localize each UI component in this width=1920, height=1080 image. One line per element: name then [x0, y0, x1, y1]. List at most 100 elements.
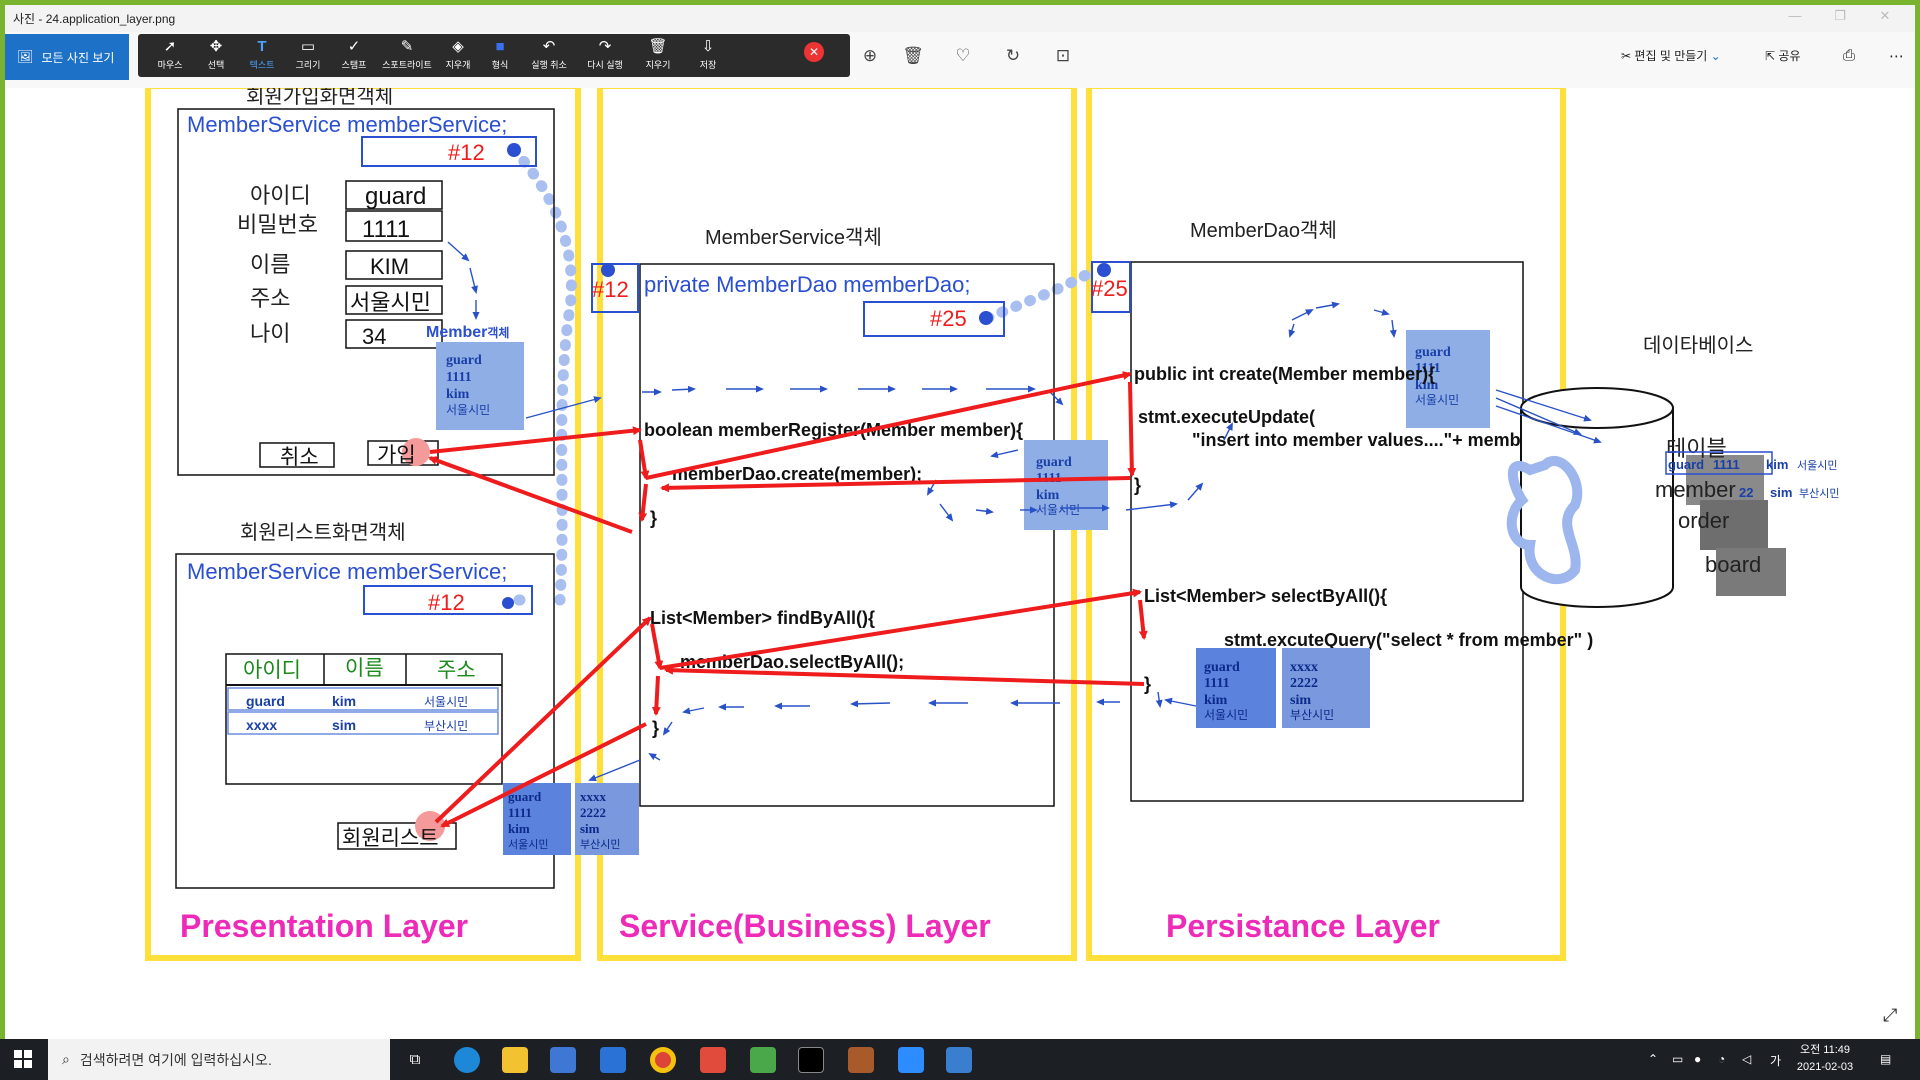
notification-icon[interactable]: ▤: [1880, 1052, 1892, 1066]
search-icon: ⌕: [62, 1051, 70, 1067]
member-object-suffix: 객체: [487, 325, 509, 340]
terminal-icon[interactable]: [798, 1047, 824, 1073]
delete-icon[interactable]: 🗑: [902, 46, 924, 65]
label-password: 비밀번호: [237, 212, 318, 237]
windows-start-icon[interactable]: [14, 1050, 32, 1068]
search-placeholder: 검색하려면 여기에 입력하십시오.: [79, 1051, 272, 1068]
app-icon-1[interactable]: [700, 1047, 726, 1073]
expand-icon[interactable]: ⤢: [1883, 1005, 1898, 1025]
select-method: List<Member> selectByAll(){: [1144, 586, 1387, 606]
service-close-1: }: [650, 508, 657, 528]
db-table-member: member: [1655, 477, 1736, 502]
dr2-name: sim: [1290, 693, 1311, 708]
mail-icon[interactable]: [600, 1047, 626, 1073]
cursor-icon: ➚: [163, 38, 177, 55]
label-age: 나이: [250, 321, 290, 346]
edit-create-button[interactable]: ✂ 편집 및 만들기 ⌄: [1621, 47, 1721, 64]
dao-result-card-1: [1196, 648, 1276, 728]
member-card-password: 1111: [446, 370, 472, 385]
chrome-icon[interactable]: [650, 1047, 676, 1073]
member-card-name: kim: [446, 387, 470, 402]
close-ink-button[interactable]: ✕: [804, 42, 824, 62]
network-icon[interactable]: ▭: [1672, 1052, 1684, 1066]
spotlight-tool[interactable]: ✎스포트라이트: [378, 36, 436, 76]
db-table-order: order: [1678, 508, 1729, 533]
cancel-button: [259, 442, 335, 468]
taskbar-search[interactable]: ⌕ 검색하려면 여기에 입력하십시오.: [48, 1039, 390, 1080]
dc-id: guard: [1415, 345, 1451, 360]
zoom-app-icon[interactable]: [898, 1047, 924, 1073]
dc-addr: 서울시민: [1415, 393, 1459, 407]
mic-icon[interactable]: ●: [1694, 1052, 1702, 1066]
value-name: KIM: [370, 254, 409, 279]
app-icon-3[interactable]: [848, 1047, 874, 1073]
draw-tool[interactable]: ▭그리기: [284, 36, 332, 76]
stamp-tool[interactable]: ✓스탬프: [330, 36, 378, 76]
share-button[interactable]: ⇱ 공유: [1765, 47, 1801, 64]
table-header-id: 아이디: [243, 659, 301, 682]
row2-address: 부산시민: [424, 719, 468, 733]
save-button[interactable]: ⇩저장: [684, 36, 732, 76]
undo-button[interactable]: ↶실행 취소: [522, 36, 576, 76]
value-password: 1111: [362, 216, 410, 243]
redo-button[interactable]: ↷다시 실행: [578, 36, 632, 76]
select-tool[interactable]: ✥선택: [192, 36, 240, 76]
tray-chevron-icon[interactable]: ⌃: [1648, 1052, 1659, 1066]
member-object-card: [436, 342, 524, 430]
heart-icon[interactable]: ♡: [955, 46, 971, 65]
rc2-addr: 부산시민: [580, 838, 620, 851]
mouse-tool[interactable]: ➚마우스: [146, 36, 194, 76]
db-row1-pw: 1111: [1713, 457, 1740, 472]
crop-icon[interactable]: ⊡: [1055, 46, 1071, 65]
undo-icon: ↶: [542, 38, 556, 55]
select-call: memberDao.selectByAll();: [680, 652, 904, 672]
all-photos-button[interactable]: 🖼 모든 사진 보기: [5, 34, 129, 80]
format-tool[interactable]: ■형식: [476, 36, 524, 76]
database-title: 데이타베이스: [1643, 334, 1753, 357]
app-icon-2[interactable]: [750, 1047, 776, 1073]
edge-icon[interactable]: [454, 1047, 480, 1073]
service-dao-field: private MemberDao memberDao;: [644, 272, 970, 297]
store-icon[interactable]: [550, 1047, 576, 1073]
dr2-pw: 2222: [1290, 676, 1318, 691]
photos-app-icon[interactable]: [946, 1047, 972, 1073]
join-screen-box: [177, 108, 555, 476]
more-icon[interactable]: ⋯: [1889, 48, 1904, 65]
save-icon: ⇩: [701, 38, 715, 55]
file-explorer-icon[interactable]: [502, 1047, 528, 1073]
task-view-icon[interactable]: ⧉: [409, 1051, 421, 1068]
member-card-address: 서울시민: [446, 403, 490, 417]
reference-dots-3: [982, 264, 1101, 324]
join-ref: #12: [448, 140, 485, 165]
eraser-tool[interactable]: ◈지우개: [434, 36, 482, 76]
close-button[interactable]: ✕: [1879, 8, 1891, 23]
register-method: boolean memberRegister(Member member){: [644, 420, 1023, 440]
service-object-box: [639, 263, 1055, 807]
result-card-2: [575, 783, 639, 855]
print-icon[interactable]: ⎙: [1843, 47, 1856, 64]
volume-icon[interactable]: ◁: [1742, 1052, 1752, 1066]
eraser-icon: ◈: [452, 38, 464, 55]
execute-query: stmt.excuteQuery("select * from member" …: [1224, 630, 1593, 650]
rotate-icon[interactable]: ↻: [1005, 46, 1021, 65]
row1-name: kim: [332, 693, 356, 709]
zoom-icon[interactable]: ⊕: [862, 46, 878, 65]
rc2-name: sim: [580, 821, 600, 836]
wifi-icon[interactable]: ◔: [1718, 1052, 1726, 1066]
row1-id: guard: [246, 693, 285, 709]
ime-indicator[interactable]: 가: [1770, 1054, 1782, 1068]
dao-left-ref-box: [1091, 261, 1131, 313]
reference-dots-1: [508, 144, 577, 606]
minimize-button[interactable]: —: [1788, 8, 1802, 23]
clock[interactable]: 오전 11:49 2021-02-03: [1790, 1042, 1860, 1076]
db-row2-name: sim: [1770, 485, 1792, 500]
service-member-card: [1024, 440, 1108, 530]
dao-object-title: MemberDao객체: [1190, 219, 1337, 242]
clear-button[interactable]: 🗑지우기: [634, 36, 682, 76]
member-table: [225, 653, 503, 785]
sc-addr: 서울시민: [1036, 503, 1080, 517]
maximize-button[interactable]: ❐: [1834, 8, 1846, 23]
label-id: 아이디: [250, 183, 311, 208]
